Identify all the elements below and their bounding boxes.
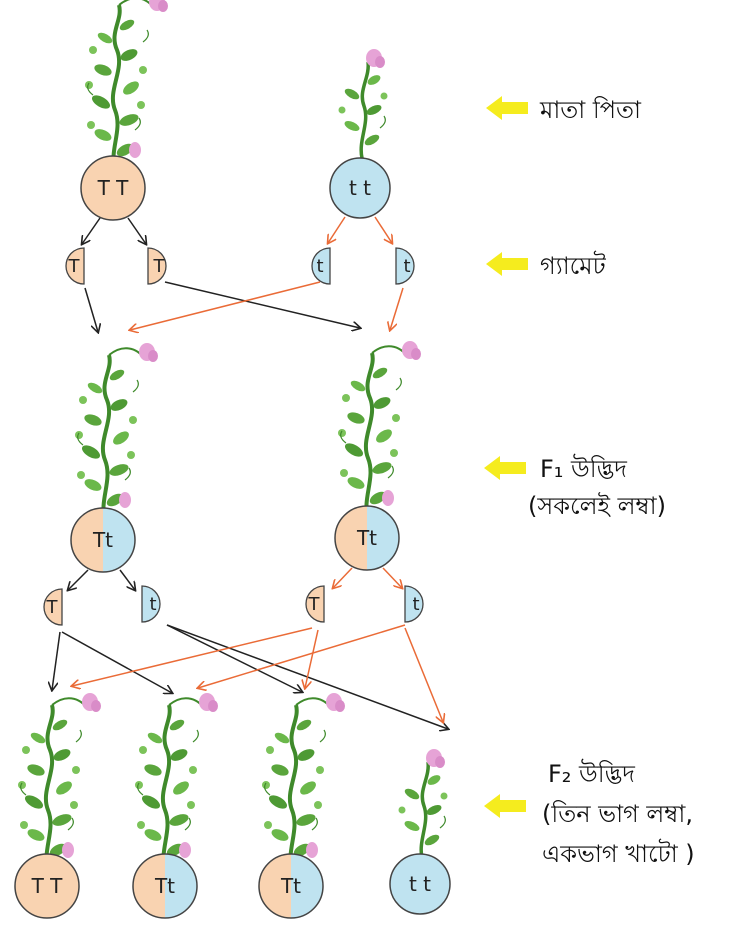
genotype-label: T T (97, 176, 130, 200)
f2-note-2: একভাগ খাটো ) (542, 839, 695, 868)
gamete-label: t (149, 594, 156, 615)
gamete-label: T (153, 256, 166, 277)
arrow (72, 627, 313, 686)
f1-plant-right: Tt (334, 339, 423, 571)
genotype-label: Tt (92, 528, 113, 552)
f2-plant-4: t t (389, 747, 451, 915)
gamete-t-right: t (395, 247, 415, 285)
arrow (127, 217, 146, 244)
pea-plant-icon (73, 341, 160, 522)
f2-title: F₂ উদ্ভিদ (548, 759, 635, 788)
arrow (404, 627, 443, 722)
label-f2: F₂ উদ্ভিদ (তিন ভাগ লম্বা, একভাগ খাটো ) (484, 759, 695, 868)
genotype-label: Tt (356, 526, 377, 550)
label-gametes: গ্যামেট (486, 251, 607, 280)
f2-plant-1: T T (14, 691, 103, 919)
f1-title: F₁ উদ্ভিদ (540, 454, 627, 483)
gamete-label: t (403, 256, 410, 277)
gamete-label: t (316, 256, 323, 277)
arrow (328, 216, 346, 243)
gamete-t-left: t (311, 247, 331, 285)
gamete-T-left: T (65, 247, 85, 285)
parents-label: মাতা পিতা (539, 96, 642, 124)
f2-plant-2: Tt (132, 691, 220, 919)
arrow (164, 281, 360, 328)
label-parents: মাতা পিতা (486, 96, 642, 124)
pea-plant-icon (260, 691, 347, 872)
arrow (119, 569, 135, 590)
arrow (382, 567, 402, 588)
f1-gamete-T-right: T (305, 585, 325, 623)
arrow (333, 567, 353, 588)
yellow-left-arrow-icon (484, 794, 526, 818)
genotype-label: t t (349, 176, 371, 200)
genotype-label: T T (31, 874, 64, 898)
genotype-circle (329, 157, 391, 219)
arrow (52, 631, 61, 690)
f1-gamete-T-left: T (43, 588, 63, 626)
f2-plant-3: Tt (258, 691, 347, 919)
f1-gamete-t-right: t (404, 585, 424, 623)
arrow (82, 217, 101, 244)
yellow-left-arrow-icon (484, 456, 526, 480)
arrow (390, 287, 404, 330)
f1-plant-left: Tt (70, 341, 160, 573)
pea-plant-icon (396, 747, 450, 860)
arrow (305, 629, 319, 688)
pea-plant-icon (336, 339, 423, 520)
genotype-circle (80, 155, 146, 221)
pea-plant-icon (16, 691, 103, 872)
parent-tall: T T (80, 0, 170, 221)
gamete-label: T (308, 594, 321, 615)
yellow-left-arrow-icon (486, 252, 528, 276)
label-f1: F₁ উদ্ভিদ (সকলেই লম্বা) (484, 454, 666, 520)
f1-note: (সকলেই লম্বা) (528, 492, 666, 520)
gametes-label: গ্যামেট (540, 251, 607, 280)
arrow (166, 624, 302, 692)
arrow (198, 624, 406, 688)
parent-short: t t (329, 47, 391, 219)
f2-note-1: (তিন ভাগ লম্বা, (542, 800, 693, 828)
arrow (130, 281, 321, 330)
gamete-T-right: T (147, 247, 167, 285)
pea-plant-icon (336, 47, 390, 160)
pea-plant-icon (133, 691, 220, 872)
gamete-label: T (46, 597, 59, 618)
arrow (61, 631, 172, 693)
genotype-label: t t (409, 872, 431, 896)
genotype-label: Tt (280, 874, 301, 898)
pea-plant-icon (83, 0, 170, 172)
arrow (374, 216, 392, 243)
arrow (68, 569, 89, 590)
gamete-label: T (68, 256, 81, 277)
f1-gamete-t-left: t (141, 585, 161, 623)
gamete-label: t (412, 594, 419, 615)
genotype-label: Tt (154, 874, 175, 898)
arrow (84, 287, 98, 332)
yellow-left-arrow-icon (486, 96, 528, 120)
